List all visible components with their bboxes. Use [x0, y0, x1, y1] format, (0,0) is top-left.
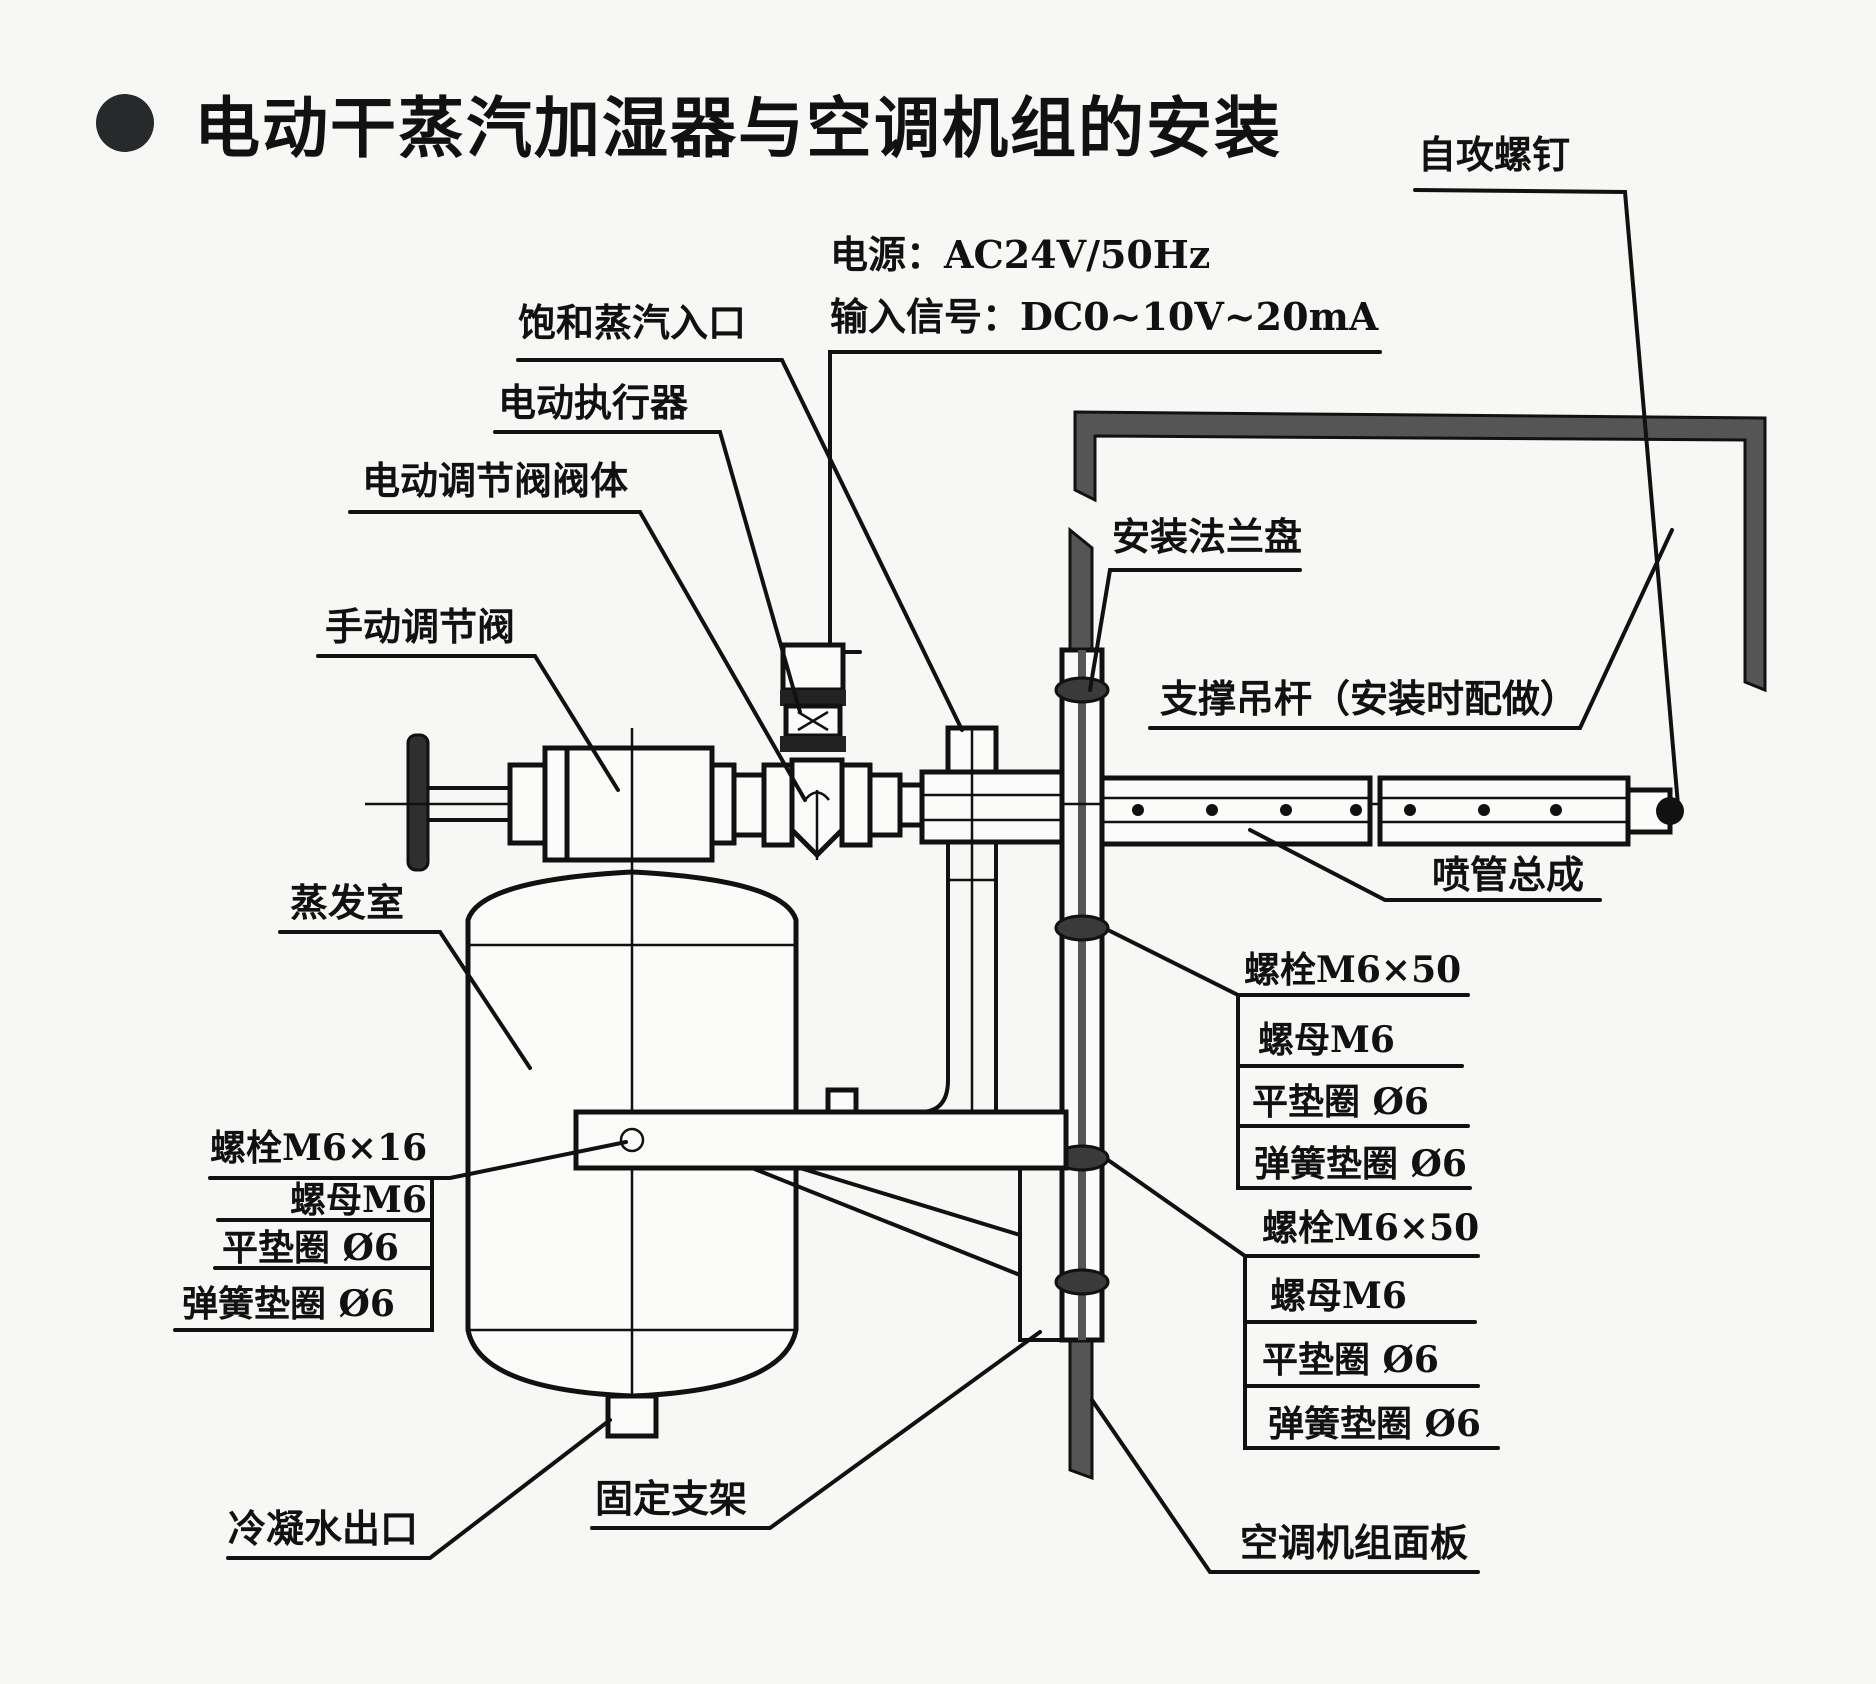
fastener-item: 螺母M6: [290, 1179, 427, 1221]
fixed-bracket: [573, 1087, 1069, 1342]
label-evaporation-chamber: 蒸发室: [290, 880, 404, 925]
label-electric-actuator: 电动执行器: [498, 380, 689, 425]
fastener-item: 平垫圈 Ø6: [1262, 1339, 1439, 1381]
fastener-item: 螺栓M6×50: [1262, 1207, 1479, 1249]
condensate-outlet-stub: [605, 1393, 659, 1439]
fastener-item: 弹簧垫圈 Ø6: [1254, 1143, 1467, 1185]
label-nozzle-assembly: 喷管总成: [1432, 852, 1584, 897]
label-power: 电源：AC24V/50Hz: [830, 232, 1210, 277]
label-ahu-panel: 空调机组面板: [1240, 1520, 1468, 1565]
fastener-item: 螺母M6: [1258, 1019, 1395, 1061]
nozzle-hole: [1132, 804, 1562, 816]
label-saturated-steam-inlet: 饱和蒸汽入口: [518, 300, 746, 345]
electric-actuator: [780, 642, 862, 752]
bullet-icon: [96, 94, 154, 152]
label-input-signal: 输入信号：DC0~10V~20mA: [830, 294, 1379, 339]
ahu-casing: [1073, 410, 1767, 693]
label-fixed-bracket: 固定支架: [595, 1476, 747, 1521]
label-condensate-outlet: 冷凝水出口: [228, 1506, 418, 1551]
fastener-item: 螺栓M6×50: [1244, 949, 1461, 991]
title-text: 电动干蒸汽加湿器与空调机组的安装: [194, 90, 1282, 167]
manual-valve: [365, 733, 1600, 872]
fastener-item: 平垫圈 Ø6: [222, 1227, 399, 1269]
fastener-item: 螺母M6: [1270, 1275, 1407, 1317]
steam-header: [897, 725, 1065, 1114]
label-support-rod: 支撑吊杆（安装时配做）: [1160, 676, 1578, 721]
fastener-group-left: 螺栓M6×16 螺母M6 平垫圈 Ø6 弹簧垫圈 Ø6: [182, 1127, 427, 1325]
screw-head: [1656, 797, 1684, 825]
label-manual-valve: 手动调节阀: [325, 604, 515, 649]
label-self-tapping-screw: 自攻螺钉: [1418, 132, 1570, 177]
label-mounting-flange: 安装法兰盘: [1112, 514, 1302, 559]
ahu-panel-wall: [1054, 526, 1110, 1481]
nozzle-assembly: [1099, 775, 1684, 847]
fastener-item: 螺栓M6×16: [210, 1127, 427, 1169]
leader-lines: [173, 188, 1680, 1574]
diagram-title: 电动干蒸汽加湿器与空调机组的安装: [96, 78, 1282, 168]
fastener-group-lower-right: 螺栓M6×50 螺母M6 平垫圈 Ø6 弹簧垫圈 Ø6: [1262, 1207, 1481, 1445]
label-electric-valve-body: 电动调节阀阀体: [362, 458, 628, 503]
fastener-item: 弹簧垫圈 Ø6: [1268, 1403, 1481, 1445]
fastener-item: 平垫圈 Ø6: [1252, 1081, 1429, 1123]
handwheel: [406, 733, 430, 872]
flange-bolt: [1054, 676, 1110, 1296]
electric-valve: [731, 757, 903, 860]
fastener-item: 弹簧垫圈 Ø6: [182, 1283, 395, 1325]
fastener-group-upper-right: 螺栓M6×50 螺母M6 平垫圈 Ø6 弹簧垫圈 Ø6: [1244, 949, 1467, 1185]
